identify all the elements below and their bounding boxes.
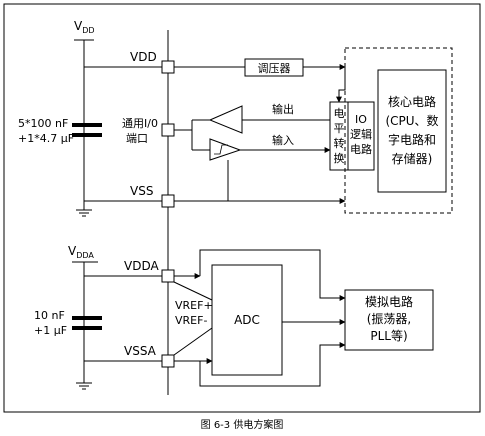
vdda-to-analog	[199, 249, 346, 301]
analog-line-1: 模拟电路	[365, 294, 413, 309]
vref-plus-line	[173, 281, 213, 301]
core-circuit-block	[377, 69, 447, 193]
analog-line-2: (振荡器,	[367, 312, 412, 326]
regulator-label: 调压器	[258, 62, 291, 75]
vss-pin-label: VSS	[130, 184, 153, 198]
outer-frame	[3, 3, 481, 413]
vref-minus-line	[173, 327, 213, 356]
io-logic-line-2: 逻辑	[350, 127, 372, 141]
vdda-pin-label: VDDA	[124, 259, 159, 273]
analog-circuit-block	[344, 289, 434, 351]
vdd-pin-label: VDD	[130, 50, 157, 64]
vssa-pin	[161, 354, 175, 368]
capacitor-bottom-value-1: 10 nF	[34, 309, 65, 322]
decoupling-capacitor-top	[72, 123, 102, 137]
vssa-pin-label: VSSA	[124, 344, 157, 358]
vdd-pin	[161, 60, 175, 74]
vref-plus-label: VREF+	[175, 299, 213, 312]
io-pin	[161, 123, 175, 137]
adc-label: ADC	[234, 313, 260, 327]
level-shift-char-4: 换	[334, 151, 345, 165]
svg-text:VDD: VDD	[74, 19, 95, 35]
level-shift-char-2: 平	[334, 122, 345, 135]
ground-symbol-top	[76, 207, 92, 217]
core-line-2: (CPU、数	[385, 113, 438, 128]
vdd-supply-label: VDD	[74, 19, 95, 35]
output-label: 输出	[272, 102, 294, 116]
core-line-3: 字电路和	[388, 132, 436, 147]
input-label: 输入	[272, 133, 294, 147]
capacitor-bottom-value-2: +1 μF	[34, 324, 67, 337]
io-logic-line-3: 电路	[350, 143, 372, 156]
input-buffer	[191, 130, 331, 161]
svg-text:VDDA: VDDA	[68, 244, 94, 260]
core-line-4: 存储器)	[392, 151, 433, 166]
io-pin-label-1: 通用I/0	[122, 117, 158, 130]
level-shift-char-3: 转	[334, 136, 345, 150]
io-logic-block	[347, 101, 375, 171]
io-supply-line	[336, 67, 346, 103]
io-pin-label-2: 端口	[126, 132, 148, 145]
core-domain-dashed	[344, 47, 453, 214]
io-logic-line-1: IO	[355, 113, 367, 126]
vss-pin	[161, 194, 175, 208]
vssa-to-analog	[199, 342, 346, 387]
capacitor-top-value-1: 5*100 nF	[18, 117, 68, 130]
vdda-pin	[161, 269, 175, 283]
core-line-1: 核心电路	[388, 94, 436, 109]
decoupling-capacitor-bottom	[72, 316, 102, 330]
vdda-supply-label: VDDA	[68, 244, 94, 260]
figure-caption: 图 6-3 供电方案图	[201, 418, 284, 431]
vref-minus-label: VREF-	[175, 314, 207, 327]
ground-symbol-bottom	[76, 380, 92, 390]
analog-line-3: PLL等)	[370, 329, 407, 343]
adc-block	[211, 264, 283, 376]
capacitor-top-value-2: +1*4.7 μF	[18, 132, 74, 145]
level-shift-char-1: 电	[334, 107, 345, 120]
output-buffer	[174, 105, 330, 134]
